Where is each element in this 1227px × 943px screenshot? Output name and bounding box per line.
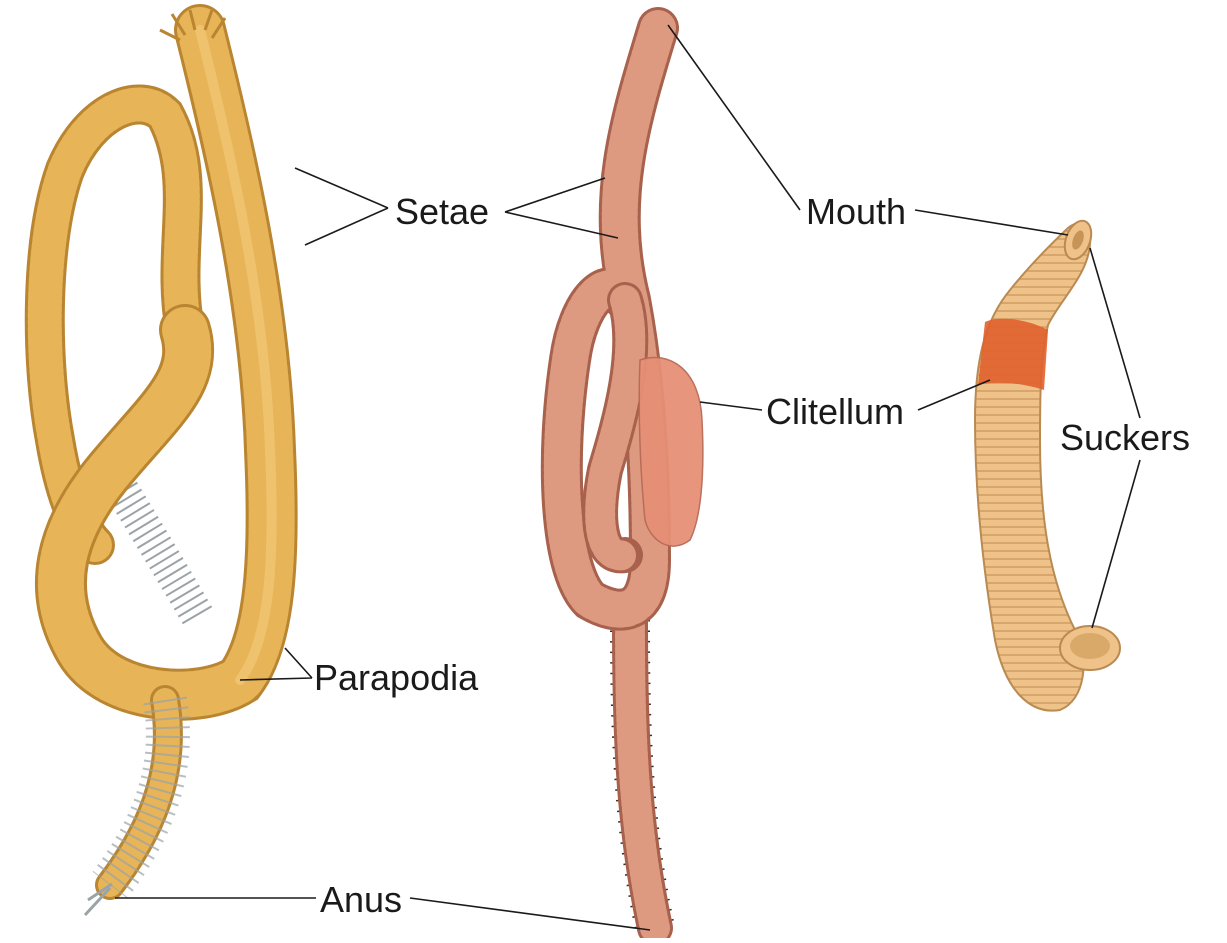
mouth-leader-earthworm bbox=[668, 25, 800, 210]
leech-posterior-sucker-inner bbox=[1070, 633, 1110, 659]
leech-illustration bbox=[975, 217, 1120, 711]
clitellum-band bbox=[639, 358, 703, 547]
label-setae: Setae bbox=[395, 191, 489, 232]
setae-leader-left bbox=[295, 168, 388, 245]
earthworm-illustration bbox=[562, 28, 703, 928]
clitellum-leader-earthworm bbox=[700, 402, 762, 410]
label-suckers: Suckers bbox=[1060, 417, 1190, 458]
polychaete-worm-illustration bbox=[45, 10, 272, 915]
polychaete-body bbox=[45, 30, 272, 885]
anus-leader-right bbox=[410, 898, 650, 930]
label-anus: Anus bbox=[320, 879, 402, 920]
suckers-leader-bottom bbox=[1092, 460, 1140, 628]
label-clitellum: Clitellum bbox=[766, 391, 904, 432]
suckers-leader-top bbox=[1090, 248, 1140, 418]
mouth-leader-leech bbox=[915, 210, 1068, 235]
label-parapodia: Parapodia bbox=[314, 657, 479, 698]
label-mouth: Mouth bbox=[806, 191, 906, 232]
leech-pigment-band bbox=[978, 319, 1048, 390]
